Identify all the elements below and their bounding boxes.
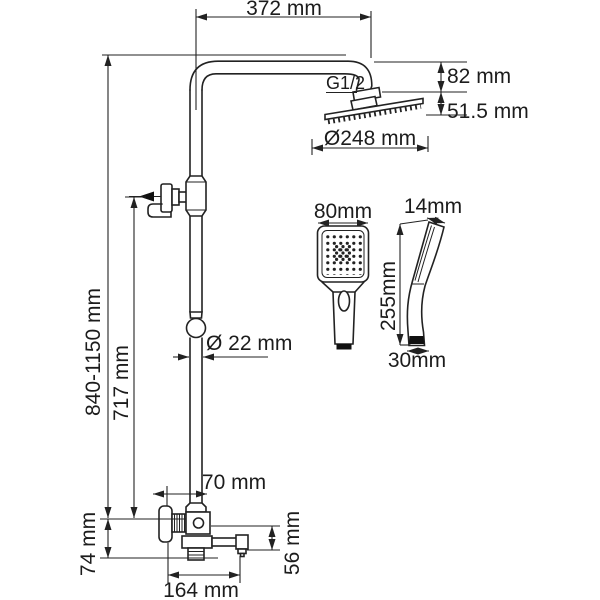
dim-handshower-width-label: 80mm — [314, 200, 372, 223]
dim-overall-height-label: 840-1150 mm — [82, 288, 105, 416]
dim-spout-reach-label: 164 mm — [163, 579, 239, 600]
dim-riser-height: 717 mm — [110, 196, 146, 518]
dim-pipe-diameter-label: Ø 22 mm — [206, 332, 292, 355]
center-spray-cluster — [335, 245, 351, 261]
dim-head-offset-label: 82 mm — [447, 65, 511, 88]
pipe-coupling-upper — [185, 175, 207, 217]
dim-head-diameter: Ø248 mm — [311, 127, 429, 155]
dim-riser-height-label: 717 mm — [110, 345, 133, 421]
hand-shower-profile — [406, 220, 445, 347]
dim-top-width: 372 mm — [195, 0, 372, 110]
dim-mixer-drop-label: 74 mm — [77, 512, 100, 576]
spout — [211, 537, 239, 547]
dim-spout-height: 56 mm — [211, 511, 304, 575]
overhead-shower-plate — [324, 97, 424, 125]
handle-inlet-cap — [336, 344, 352, 350]
dim-wall-offset: 70 mm — [153, 471, 266, 506]
dim-head-edge-label: 51.5 mm — [447, 100, 529, 123]
dim-wall-offset-label: 70 mm — [202, 471, 266, 494]
dim-handshower-bottom-label: 30mm — [388, 349, 446, 372]
dim-head-diameter-label: Ø248 mm — [324, 127, 416, 150]
dim-handshower-thickness-label: 14mm — [404, 195, 462, 218]
thread-size-label: G1/2 — [326, 73, 365, 93]
dim-mixer-drop: 74 mm — [77, 512, 218, 576]
wall-escutcheon — [158, 505, 173, 543]
dim-spout-height-label: 56 mm — [281, 511, 304, 575]
hand-shower-front-view: 80mm — [314, 200, 372, 350]
dim-overall-height: 840-1150 mm — [82, 54, 346, 518]
hand-shower-side-view: 14mm 255mm 30mm — [377, 195, 462, 372]
label-thread: G1/2 — [326, 73, 365, 94]
dim-top-width-label: 372 mm — [246, 0, 322, 20]
dim-head-offset: 82 mm 51.5 mm — [374, 61, 529, 123]
pipe-coupling-lower — [185, 502, 207, 513]
fixing-direction-arrow — [139, 191, 154, 202]
dim-pipe-diameter: Ø 22 mm — [173, 332, 292, 361]
riser-pipe — [189, 60, 349, 504]
wall-bracket — [129, 183, 189, 218]
mixer-valve — [158, 505, 249, 561]
slider-ball-joint — [185, 311, 207, 339]
spray-nozzles — [327, 104, 422, 125]
dim-handshower-length-label: 255mm — [377, 261, 400, 331]
mode-button — [337, 290, 351, 312]
dim-spout-reach: 164 mm — [163, 543, 241, 600]
